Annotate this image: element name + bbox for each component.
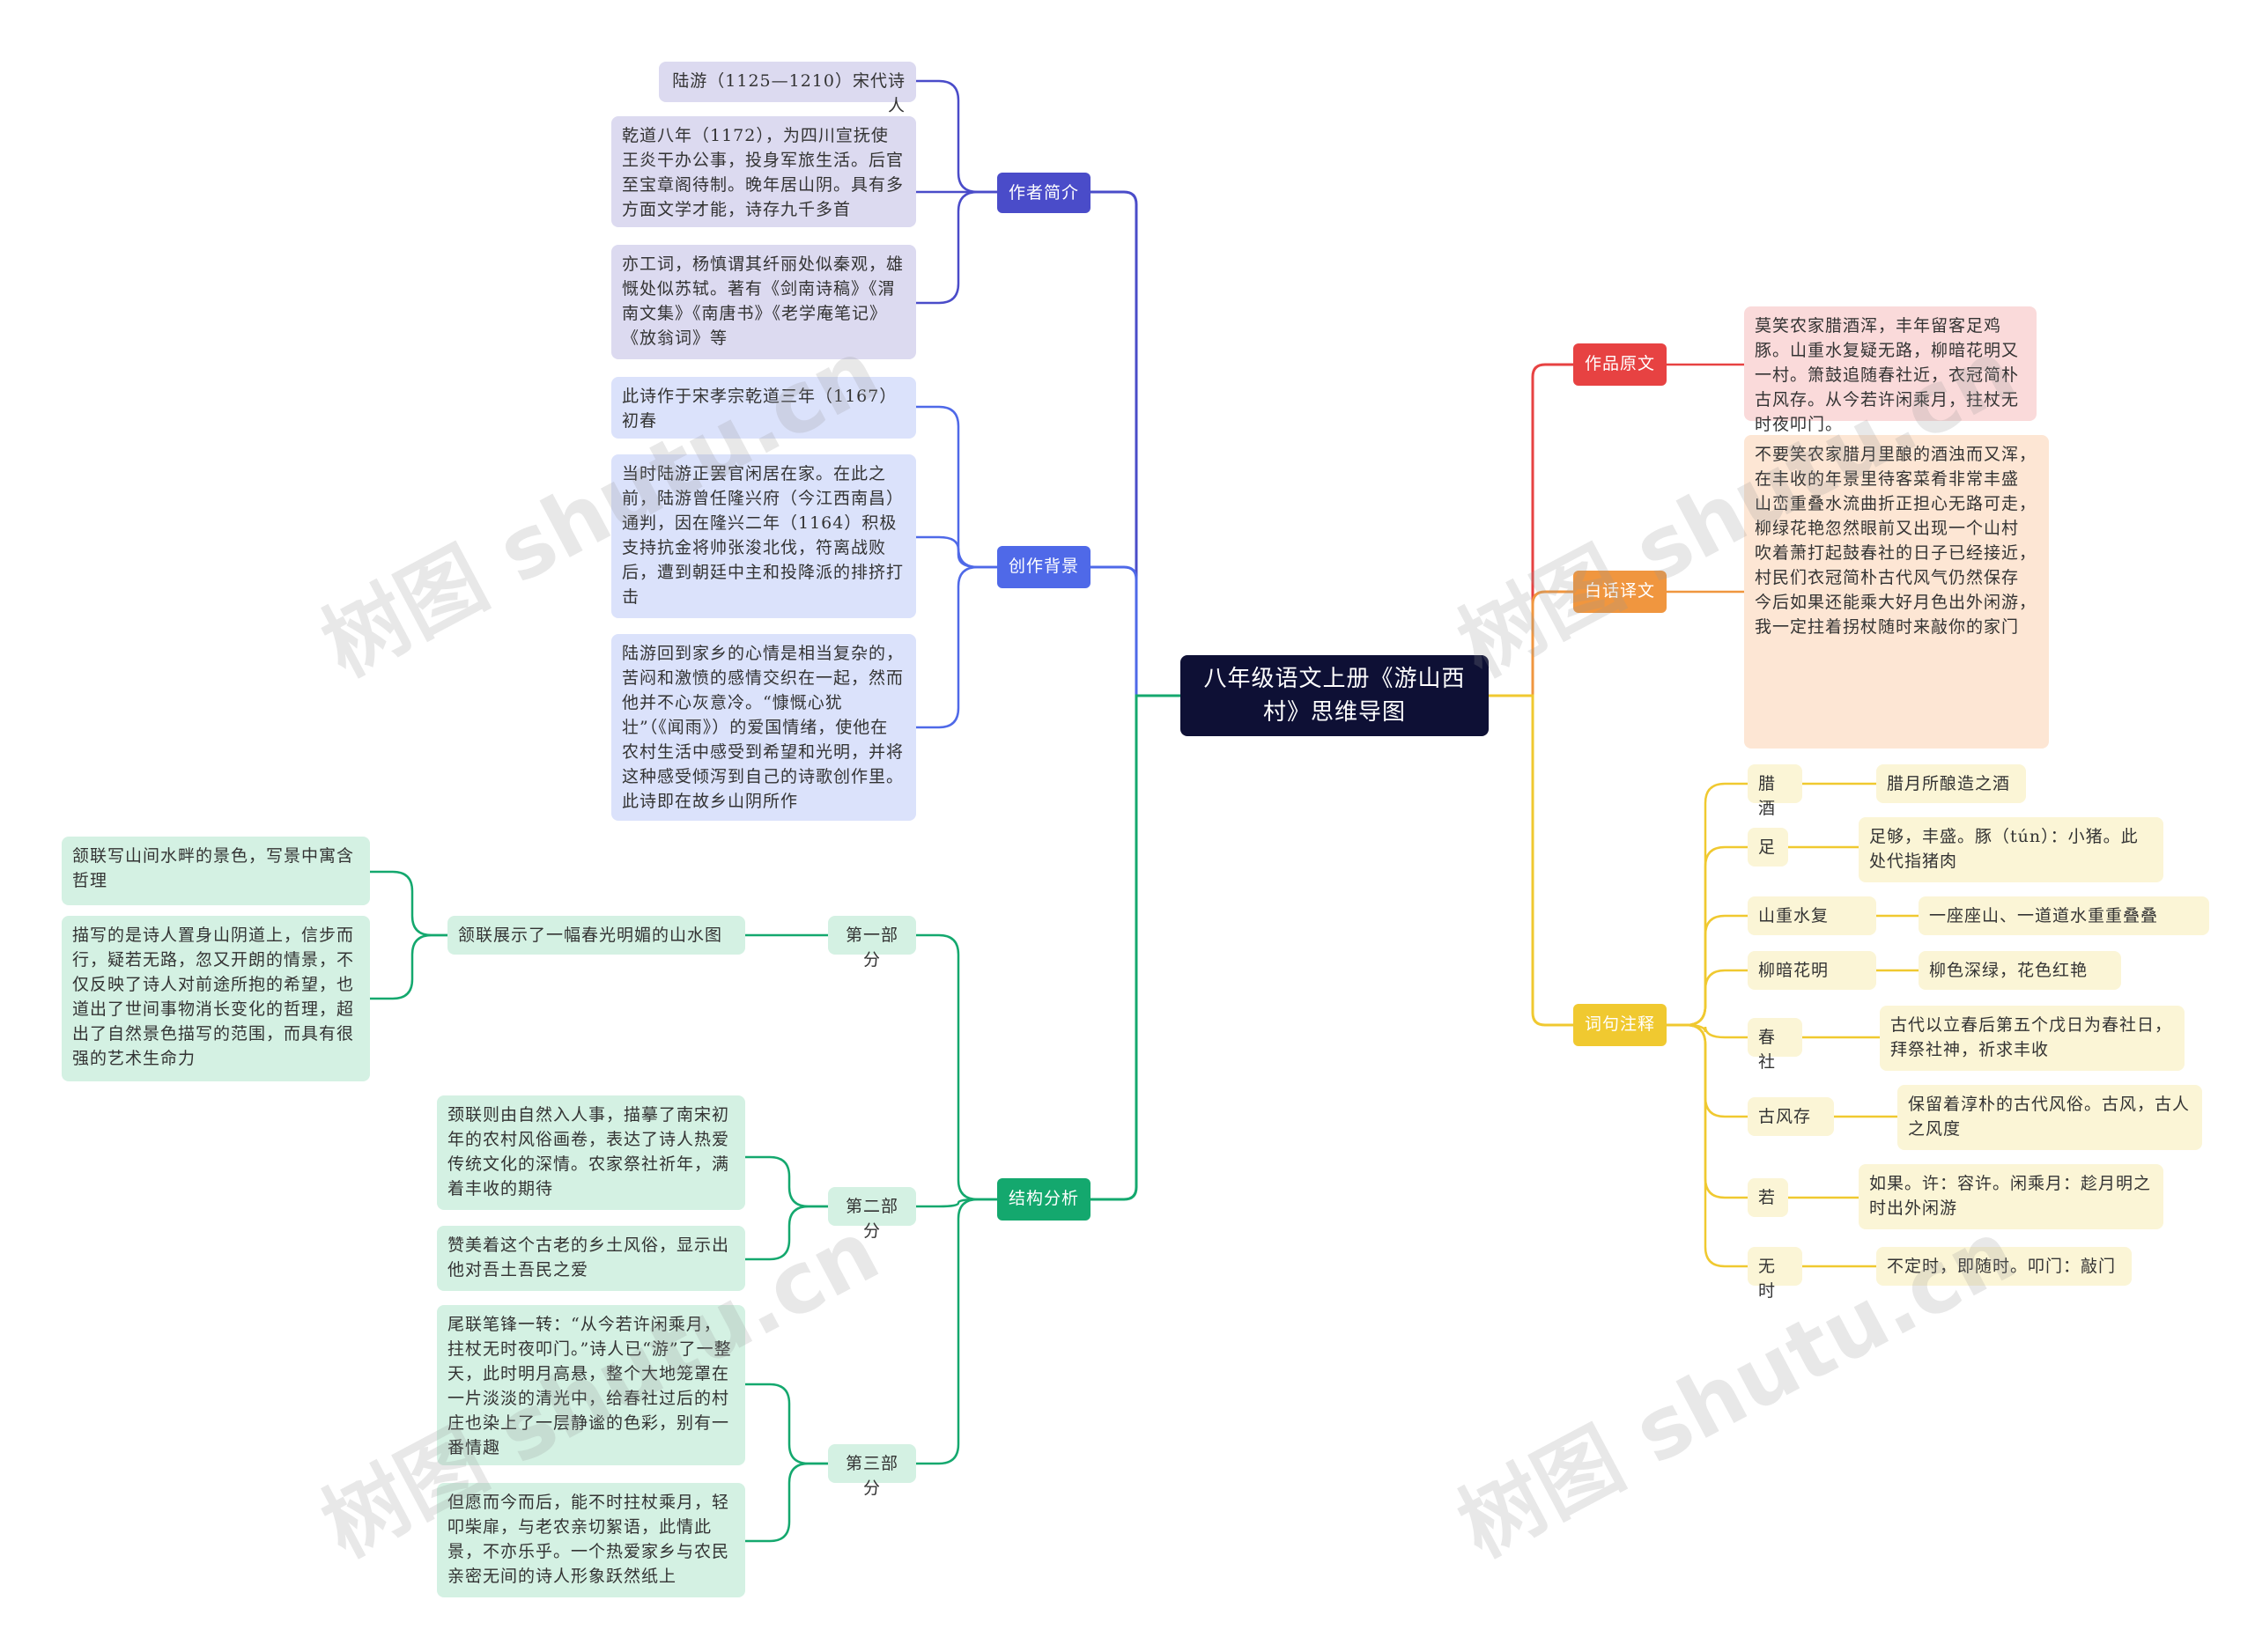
- author-item[interactable]: 陆游（1125—1210）宋代诗人: [659, 62, 916, 115]
- author-item[interactable]: 亦工词，杨慎谓其纤丽处似秦观，雄慨处似苏轼。著有《剑南诗稿》《渭南文集》《南唐书…: [611, 245, 916, 359]
- wire-root-structure: [1091, 694, 1180, 1201]
- note-term[interactable]: 若: [1748, 1178, 1788, 1217]
- structure-part-3-item[interactable]: 但愿而今而后，能不时拄杖乘月，轻叩柴扉，与老农亲切絮语，此情此景，不亦乐乎。一个…: [437, 1483, 745, 1597]
- structure-part-3[interactable]: 第三部分: [828, 1444, 916, 1498]
- branch-author[interactable]: 作者简介: [997, 173, 1091, 213]
- structure-part-1-item[interactable]: 描写的是诗人置身山阴道上，信步而行，疑若无路，忽又开朗的情景，不仅反映了诗人对前…: [62, 916, 370, 1081]
- branch-background[interactable]: 创作背景: [997, 546, 1091, 588]
- branch-notes[interactable]: 词句注释: [1573, 1004, 1667, 1046]
- note-def[interactable]: 腊月所酿造之酒: [1876, 764, 2026, 803]
- note-def[interactable]: 保留着淳朴的古代风俗。古风，古人之风度: [1897, 1085, 2202, 1150]
- wire-root-notes: [1489, 694, 1573, 1027]
- note-def[interactable]: 一座座山、一道道水重重叠叠: [1919, 896, 2209, 935]
- translation-text[interactable]: 不要笑农家腊月里酿的酒浊而又浑，在丰收的年景里待客菜肴非常丰盛 山峦重叠水流曲折…: [1744, 435, 2049, 749]
- note-def[interactable]: 不定时，即随时。叩门：敲门: [1876, 1247, 2132, 1286]
- wire-root-original: [1489, 363, 1573, 697]
- structure-part-2[interactable]: 第二部分: [828, 1187, 916, 1241]
- note-def[interactable]: 古代以立春后第五个戊日为春社日，拜祭社神，祈求丰收: [1880, 1006, 2185, 1071]
- structure-part-2-item[interactable]: 颈联则由自然入人事，描摹了南宋初年的农村风俗画卷，表达了诗人热爱传统文化的深情。…: [437, 1095, 745, 1210]
- wire-root-background: [1091, 565, 1180, 697]
- note-term[interactable]: 柳暗花明: [1748, 951, 1876, 990]
- branch-structure[interactable]: 结构分析: [997, 1178, 1091, 1221]
- note-term[interactable]: 山重水复: [1748, 896, 1876, 935]
- structure-part-1[interactable]: 第一部分: [828, 916, 916, 970]
- wire-root-author: [1091, 190, 1180, 697]
- note-term[interactable]: 古风存: [1748, 1097, 1834, 1136]
- structure-part-2-item[interactable]: 赞美着这个古老的乡土风俗，显示出他对吾土吾民之爱: [437, 1226, 745, 1291]
- note-term[interactable]: 腊酒: [1748, 764, 1802, 818]
- note-def[interactable]: 如果。许：容许。闲乘月：趁月明之时出外闲游: [1859, 1164, 2163, 1229]
- background-item[interactable]: 当时陆游正罢官闲居在家。在此之前，陆游曾任隆兴府（今江西南昌）通判，因在隆兴二年…: [611, 454, 916, 618]
- root-topic[interactable]: 八年级语文上册《游山西村》思维导图: [1180, 655, 1489, 736]
- structure-part-3-item[interactable]: 尾联笔锋一转：“从今若许闲乘月，拄杖无时夜叩门。”诗人已“游”了一整天，此时明月…: [437, 1305, 745, 1465]
- branch-original[interactable]: 作品原文: [1573, 343, 1667, 386]
- original-text[interactable]: 莫笑农家腊酒浑，丰年留客足鸡豚。山重水复疑无路，柳暗花明又一村。箫鼓追随春社近，…: [1744, 306, 2037, 434]
- structure-part-1-item[interactable]: 颔联写山间水畔的景色，写景中寓含哲理: [62, 837, 370, 905]
- branch-translation[interactable]: 白话译文: [1573, 571, 1667, 613]
- background-item[interactable]: 陆游回到家乡的心情是相当复杂的，苦闷和激愤的感情交织在一起，然而他并不心灰意冷。…: [611, 634, 916, 821]
- structure-part-1-summary[interactable]: 颔联展示了一幅春光明媚的山水图: [447, 916, 745, 955]
- note-term[interactable]: 春社: [1748, 1018, 1802, 1072]
- author-item[interactable]: 乾道八年（1172），为四川宣抚使王炎干办公事，投身军旅生活。后官至宝章阁待制。…: [611, 116, 916, 227]
- note-def[interactable]: 足够，丰盛。豚（tún）：小猪。此处代指猪肉: [1859, 817, 2163, 882]
- note-def[interactable]: 柳色深绿，花色红艳: [1919, 951, 2121, 990]
- note-term[interactable]: 足: [1748, 828, 1788, 867]
- wire-root-translation: [1489, 590, 1573, 697]
- note-term[interactable]: 无时: [1748, 1247, 1802, 1301]
- background-item[interactable]: 此诗作于宋孝宗乾道三年（1167）初春: [611, 377, 916, 439]
